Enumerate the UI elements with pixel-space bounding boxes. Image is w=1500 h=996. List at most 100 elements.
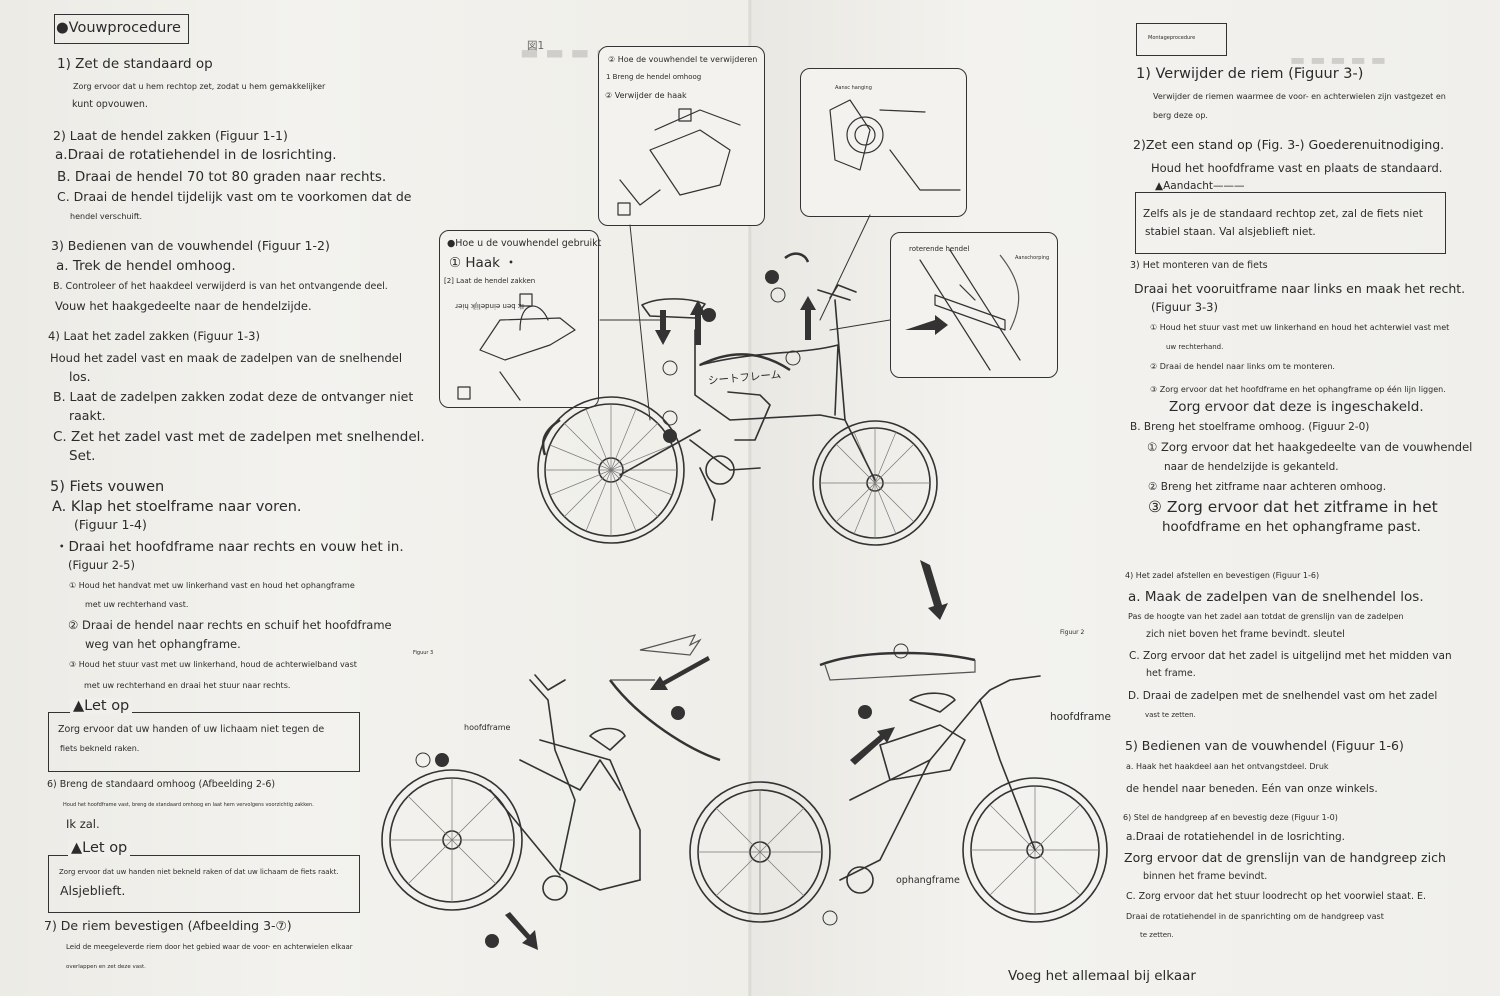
step-5-text: met uw rechterhand vast. [85, 600, 189, 609]
step-5-text: (Figuur 1-4) [74, 517, 147, 532]
step-6-title: 6) Breng de standaard omhoog (Afbeelding… [47, 779, 276, 790]
warning-text: Zorg ervoor dat uw handen of uw lichaam … [58, 724, 325, 735]
assembly-step-2-text: Houd het hoofdframe vast en plaats de st… [1151, 161, 1443, 175]
clamp-detail-drawing [829, 99, 961, 191]
step-3-text: Vouw het haakgedeelte naar de hendelzijd… [55, 299, 312, 313]
assembly-step-5-text: a. Haak het haakdeel aan het ontvangstde… [1126, 762, 1329, 771]
assembly-step-3-text: uw rechterhand. [1166, 343, 1224, 351]
step-6-text: Houd het hoofdframe vast, breng de stand… [63, 802, 314, 808]
assembly-step-1-title: 1) Verwijder de riem (Figuur 3-) [1136, 66, 1364, 82]
assembly-step-6-text: Draai de rotatiehendel in de spanrichtin… [1126, 912, 1384, 921]
warning-title: ▲Let op [68, 840, 131, 857]
main-frame-label: hoofdframe [464, 723, 511, 732]
step-2-text: C. Draai de hendel tijdelijk vast om te … [57, 189, 412, 204]
step-5-title: 5) Fiets vouwen [50, 479, 165, 495]
assembly-step-2-title: 2)Zet een stand op (Fig. 3-) Goederenuit… [1133, 137, 1445, 152]
bike-unfolded [537, 284, 938, 546]
hook-box-title: ●Hoe u de vouwhendel gebruikt [447, 238, 602, 249]
assembly-step-3-text: ③ Zorg ervoor dat het zitframe in het [1148, 498, 1438, 516]
step-5-text: ・Draai het hoofdframe naar rechts en vou… [55, 539, 404, 555]
warning-title: ▲Let op [70, 698, 133, 715]
assembly-step-3-highlight: Zorg ervoor dat deze is ingeschakeld. [1169, 399, 1424, 415]
step-2-text: hendel verschuift. [70, 212, 143, 221]
attention-text: stabiel staan. Val alsjeblieft niet. [1145, 226, 1316, 238]
step-2-title: 2) Laat de hendel zakken (Figuur 1-1) [53, 128, 288, 143]
assembly-step-4-text: vast te zetten. [1145, 711, 1196, 719]
step-5-text: (Figuur 2-5) [68, 558, 135, 572]
step-2-text: a.Draai de rotatiehendel in de losrichti… [55, 147, 337, 163]
assembly-step-3-title: 3) Het monteren van de fiets [1130, 260, 1268, 271]
attention-box [1135, 192, 1446, 254]
hook-label: ① Haak ・ [449, 255, 518, 271]
clamp-detail-box [800, 68, 967, 217]
header-box [54, 14, 189, 44]
step-4-text: B. Laat de zadelpen zakken zodat deze de… [53, 389, 414, 404]
assembly-title: Montageprocedure [1148, 35, 1196, 41]
step-7-text: overlappen en zet deze vast. [66, 964, 146, 970]
assembly-step-6-text: Zorg ervoor dat de grenslijn van de hand… [1124, 850, 1446, 865]
assembly-step-5-text: de hendel naar beneden. Eén van onze win… [1126, 783, 1378, 795]
figure-3-label: Figuur 3 [413, 650, 434, 656]
assembly-step-3-text: ② Breng het zitframe naar achteren omhoo… [1148, 481, 1387, 493]
assembly-step-4-text: het frame. [1146, 668, 1196, 679]
warning-text: Alsjeblieft. [60, 883, 126, 898]
assembly-step-3-text: hoofdframe en het ophangframe past. [1162, 519, 1421, 535]
step-1-title: 1) Zet de standaard op [57, 56, 213, 72]
step-5-text: met uw rechterhand en draai het stuur na… [84, 681, 291, 690]
assembly-step-6-text: binnen het frame bevindt. [1143, 871, 1268, 882]
bike-folded-left [381, 674, 641, 911]
assembly-step-6-text: a.Draai de rotatiehendel in de losrichti… [1126, 831, 1346, 843]
hook-detail-drawing [457, 293, 576, 401]
step-3-title: 3) Bedienen van de vouwhendel (Figuur 1-… [51, 238, 330, 253]
step-4-text: los. [69, 369, 91, 384]
assembly-step-6-title: 6) Stel de handgreep af en bevestig deze… [1123, 813, 1338, 822]
hook-step: [2] Laat de hendel zakken [444, 277, 536, 285]
assembly-step-3-text: (Figuur 3-3) [1151, 300, 1218, 314]
assembly-step-3-text: ② Draai de hendel naar links om te monte… [1150, 362, 1335, 371]
rotating-lever-box [890, 232, 1058, 378]
page-fold [748, 0, 752, 996]
warning-text: fiets bekneld raken. [60, 744, 140, 753]
step-4-title: 4) Laat het zadel zakken (Figuur 1-3) [48, 329, 260, 343]
assembly-step-4-text: D. Draai de zadelpen met de snelhendel v… [1128, 690, 1438, 702]
step-3-text: a. Trek de hendel omhoog. [56, 258, 236, 274]
assembly-step-6-text: te zetten. [1140, 931, 1174, 939]
assembly-step-1-text: Verwijder de riemen waarmee de voor- en … [1153, 92, 1446, 101]
remove-detail-drawing [617, 108, 741, 216]
figure-2-label: Figuur 2 [1060, 629, 1085, 636]
warning-box-2 [48, 855, 360, 913]
step-3-text: B. Controleer of het haakdeel verwijderd… [53, 281, 388, 292]
step-4-text: raakt. [69, 408, 106, 423]
assembly-step-4-title: 4) Het zadel afstellen en bevestigen (Fi… [1125, 571, 1320, 580]
bike-folded-right [689, 675, 1108, 923]
step-2-text: B. Draai de hendel 70 tot 80 graden naar… [57, 169, 387, 185]
step-1-text: kunt opvouwen. [72, 99, 148, 110]
step-4-text: C. Zet het zadel vast met de zadelpen me… [53, 429, 425, 445]
rotating-lever-label: roterende hendel [909, 245, 970, 253]
suspension-frame-label: ophangframe [896, 875, 960, 886]
attention-text: Zelfs als je de standaard rechtop zet, z… [1143, 208, 1423, 220]
assembly-step-1-text: berg deze op. [1153, 111, 1208, 120]
remove-lever-box [598, 46, 765, 226]
figure-1-label: 図1 [527, 40, 545, 52]
step-5-text: ③ Houd het stuur vast met uw linkerhand,… [69, 660, 357, 669]
assembly-step-4-text: C. Zorg ervoor dat het zadel is uitgelij… [1129, 650, 1452, 662]
assembly-header-box [1136, 23, 1227, 56]
warning-text: Zorg ervoor dat uw handen niet bekneld r… [59, 868, 339, 876]
assembly-step-3-text: ③ Zorg ervoor dat het hoofdframe en het … [1150, 385, 1446, 394]
main-frame-label: hoofdframe [1050, 711, 1112, 723]
assembly-step-3-text: B. Breng het stoelframe omhoog. (Figuur … [1130, 421, 1370, 433]
step-5-text: A. Klap het stoelframe naar voren. [52, 499, 302, 515]
assembly-step-6-text: C. Zorg ervoor dat het stuur loodrecht o… [1126, 891, 1427, 902]
step-5-text: weg van het ophangframe. [85, 637, 241, 651]
assembly-step-4-text: Pas de hoogte van het zadel aan totdat d… [1128, 612, 1404, 621]
step-7-text: Leid de meegeleverde riem door het gebie… [66, 943, 353, 951]
warning-box [48, 712, 360, 772]
attention-title: ▲Aandacht——— [1152, 180, 1248, 193]
step-7-title: 7) De riem bevestigen (Afbeelding 3-⑦) [44, 918, 292, 933]
assembly-step-4-text: a. Maak de zadelpen van de snelhendel lo… [1128, 589, 1424, 605]
footer-text: Voeg het allemaal bij elkaar [1008, 968, 1196, 984]
ghost-heading-right: ▬ ▬ ▬ ▬ ▬ [1290, 50, 1386, 69]
step-5-text: ② Draai de hendel naar rechts en schuif … [68, 618, 392, 632]
